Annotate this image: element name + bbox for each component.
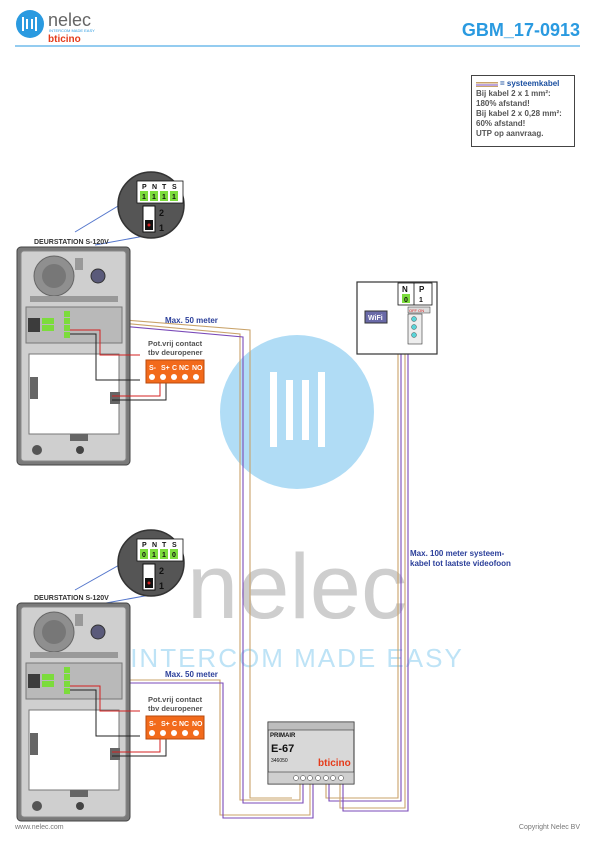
camera-lens-icon	[90, 624, 106, 640]
cable-swatch-icon	[476, 81, 498, 87]
door-station-1: P N T S 1 1 1 1 2 1 DEURSTATION S-120V	[16, 171, 218, 466]
dip-header: T	[162, 184, 167, 191]
switch-number: 2	[159, 208, 164, 218]
dip-value: 1	[142, 194, 146, 201]
footer-website: www.nelec.com	[14, 824, 64, 831]
contact-title: Pot.vrij contact	[148, 695, 203, 704]
wifi-module	[364, 310, 388, 324]
watermark-word: nelec	[187, 536, 407, 638]
contact-terminal: C	[172, 365, 177, 372]
monitor-dip-header: P	[419, 285, 425, 294]
dip-value: 0	[142, 552, 146, 559]
dip-header: S	[172, 184, 177, 191]
logo-icon	[16, 10, 44, 38]
dip-header: P	[142, 184, 147, 191]
power-code: 346050	[271, 758, 288, 764]
contact-title: tbv deuropener	[148, 704, 203, 713]
dip-header: T	[162, 542, 167, 549]
contact-terminal: S+	[161, 365, 170, 372]
dip-header: N	[152, 542, 157, 549]
monitor-switch-label: OFF ON	[409, 308, 424, 313]
panel-cutout	[28, 709, 120, 791]
dip-value: 1	[162, 194, 166, 201]
contact-terminal: NO	[192, 365, 203, 372]
watermark-bars-icon	[270, 372, 325, 447]
contact-terminal: S+	[161, 721, 170, 728]
contact-terminal: NC	[179, 721, 189, 728]
door-label: DEURSTATION S-120V	[34, 239, 109, 246]
contact-terminal: NC	[179, 365, 189, 372]
contact-terminal: C	[172, 721, 177, 728]
switch-number: 1	[159, 581, 164, 591]
monitor-dip-value: 1	[419, 297, 423, 304]
logo-brand: bticino	[48, 34, 81, 45]
header-logo: nelec INTERCOM MADE EASY bticino	[16, 10, 95, 45]
dip-header: S	[172, 542, 177, 549]
monitor-dip-value: 0	[404, 297, 408, 304]
long-distance-label: Max. 100 meter systeem-	[410, 549, 505, 558]
legend-line: UTP op aanvraag.	[476, 129, 544, 138]
legend-line: Bij kabel 2 x 0,28 mm²:	[476, 109, 562, 118]
power-primary-label: PRIMAIR	[270, 733, 296, 739]
legend-line: 180% afstand!	[476, 99, 530, 108]
long-distance-label: kabel tot laatste videofoon	[410, 559, 511, 568]
terminal-area	[25, 662, 123, 700]
legend-line: 60% afstand!	[476, 119, 526, 128]
dip-value: 1	[162, 552, 166, 559]
dip-value: 1	[152, 194, 156, 201]
legend-line: Bij kabel 2 x 1 mm²:	[476, 89, 551, 98]
door-label: DEURSTATION S-120V	[34, 595, 109, 602]
dip-header: P	[142, 542, 147, 549]
power-brand: bticino	[318, 758, 351, 769]
distance-label: Max. 50 meter	[165, 670, 218, 679]
terminal-area	[25, 306, 123, 344]
power-model: E-67	[271, 743, 294, 755]
logo-tagline: INTERCOM MADE EASY	[49, 28, 95, 33]
watermark-tagline: INTERCOM MADE EASY	[130, 643, 464, 673]
doc-code: GBM_17-0913	[462, 20, 580, 40]
contact-title: tbv deuropener	[148, 348, 203, 357]
contact-terminal: S-	[149, 721, 157, 728]
watermark: nelec INTERCOM MADE EASY	[130, 335, 464, 673]
power-supply: PRIMAIR E-67 346050 bticino	[267, 721, 355, 785]
dip-value: 0	[172, 552, 176, 559]
contact-title: Pot.vrij contact	[148, 339, 203, 348]
footer-copyright: Copyright Nelec BV	[519, 824, 580, 831]
wifi-label: WiFi	[368, 315, 383, 322]
contact-terminal: S-	[149, 365, 157, 372]
watermark-circle	[220, 335, 374, 489]
dip-value: 1	[172, 194, 176, 201]
contact-terminal: NO	[192, 721, 203, 728]
panel-cutout	[28, 353, 120, 435]
logo-name: nelec	[48, 10, 91, 30]
camera-lens-icon	[90, 268, 106, 284]
monitor-dip-header: N	[402, 285, 408, 294]
dip-header: N	[152, 184, 157, 191]
legend-title: = systeemkabel	[500, 79, 560, 88]
distance-label: Max. 50 meter	[165, 316, 218, 325]
dip-value: 1	[152, 552, 156, 559]
door-station-2: P N T S 0 1 1 0 2 1 DEURSTATION S-120V	[16, 529, 218, 822]
switch-number: 1	[159, 223, 164, 233]
video-monitor: N P 0 1 WiFi OFF ON	[356, 281, 438, 355]
system-cable-legend: = systeemkabel Bij kabel 2 x 1 mm²: 180%…	[471, 75, 575, 147]
switch-number: 2	[159, 566, 164, 576]
